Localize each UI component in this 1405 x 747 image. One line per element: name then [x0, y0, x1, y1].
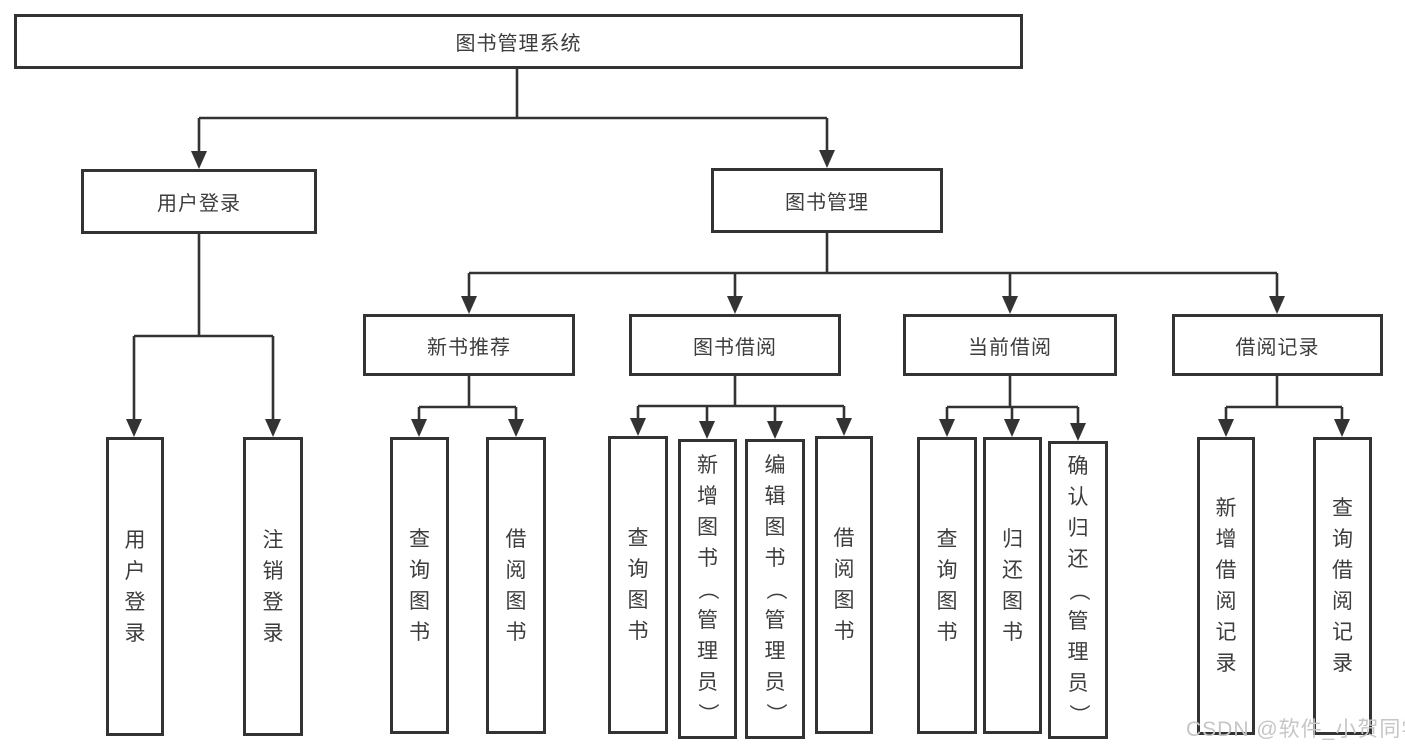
node-user-login: 用户登录	[81, 169, 317, 234]
arrowheads	[126, 150, 1350, 441]
node-bb-edit-books-admin-label: 编辑图书（管理员）	[763, 453, 787, 724]
node-br-add-record-label: 新增借阅记录	[1215, 497, 1237, 675]
node-nbr-query-books-label: 查询图书	[409, 527, 430, 644]
node-book-borrowing-label: 图书借阅	[693, 336, 777, 359]
node-nbr-query-books: 查询图书	[390, 437, 449, 734]
node-current-borrowing: 当前借阅	[903, 314, 1117, 376]
node-library-management-system: 图书管理系统	[14, 14, 1023, 69]
node-user-login-label: 用户登录	[157, 193, 241, 215]
node-book-management: 图书管理	[711, 168, 943, 233]
node-borrowing-records-label: 借阅记录	[1235, 336, 1320, 359]
node-bb-add-books-admin: 新增图书（管理员）	[678, 439, 737, 739]
node-bb-borrow-books: 借阅图书	[815, 436, 873, 734]
node-library-management-system-label: 图书管理系统	[455, 33, 582, 55]
node-cb-confirm-return-admin: 确认归还（管理员）	[1048, 441, 1108, 739]
node-leaf-user-login: 用户登录	[106, 437, 164, 736]
node-new-book-recommendation-label: 新书推荐	[427, 336, 511, 359]
node-bb-query-books: 查询图书	[608, 436, 668, 734]
node-br-query-record: 查询借阅记录	[1313, 437, 1372, 735]
node-cb-query-books: 查询图书	[917, 437, 977, 734]
node-book-management-label: 图书管理	[785, 192, 869, 214]
node-leaf-user-login-label: 用户登录	[124, 528, 146, 645]
node-cb-return-books: 归还图书	[983, 437, 1042, 734]
node-leaf-logout-label: 注销登录	[262, 528, 284, 645]
node-leaf-logout: 注销登录	[243, 437, 303, 736]
node-bb-edit-books-admin: 编辑图书（管理员）	[745, 439, 805, 739]
csdn-watermark: CSDN @软件_小贺同学	[1186, 718, 1405, 741]
node-bb-query-books-label: 查询图书	[627, 527, 649, 643]
node-current-borrowing-label: 当前借阅	[968, 336, 1052, 359]
node-bb-add-books-admin-label: 新增图书（管理员）	[696, 453, 719, 724]
node-borrowing-records: 借阅记录	[1172, 314, 1383, 376]
node-new-book-recommendation: 新书推荐	[363, 314, 575, 376]
node-cb-return-books-label: 归还图书	[1002, 527, 1023, 644]
node-br-query-record-label: 查询借阅记录	[1332, 497, 1353, 675]
node-bb-borrow-books-label: 借阅图书	[833, 527, 855, 643]
node-cb-confirm-return-admin-label: 确认归还（管理员）	[1066, 454, 1090, 725]
node-cb-query-books-label: 查询图书	[936, 527, 958, 644]
node-nbr-borrow-books-label: 借阅图书	[505, 527, 527, 644]
node-nbr-borrow-books: 借阅图书	[486, 437, 546, 734]
node-book-borrowing: 图书借阅	[629, 314, 841, 376]
node-br-add-record: 新增借阅记录	[1197, 437, 1255, 735]
